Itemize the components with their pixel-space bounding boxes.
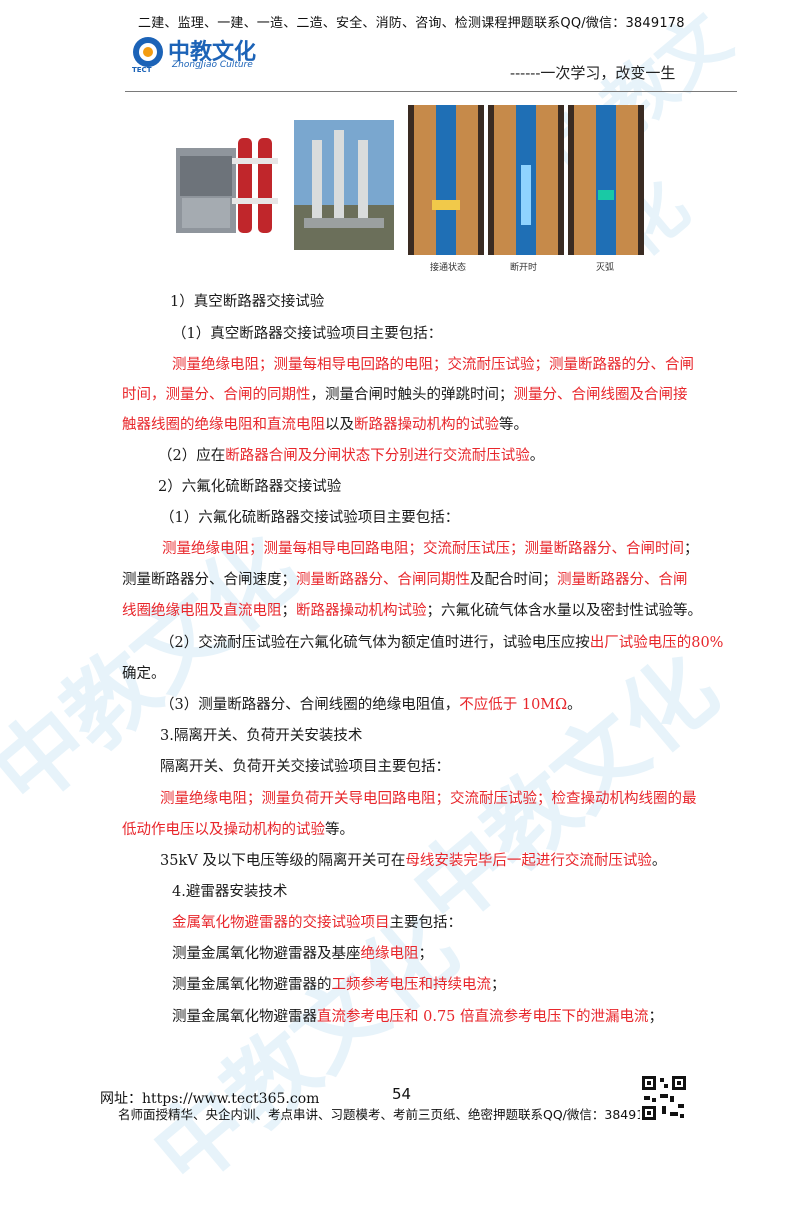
text-line: （2）交流耐压试验在六氟化硫气体为额定值时进行，试验电压应按出厂试验电压的80% — [160, 633, 723, 653]
text-span: 。 — [651, 853, 667, 869]
text-line: 触器线圈的绝缘电阻和直流电阻以及断路器操动机构的试验等。 — [122, 415, 528, 435]
text-span: 母线安装完毕后一起进行交流耐压试验 — [405, 853, 652, 869]
text-span: 及配合时间； — [470, 572, 557, 588]
text-span: （2）应在 — [158, 448, 226, 464]
text-span: （3）测量断路器分、合闸线圈的绝缘电阻值， — [160, 697, 460, 713]
text-span: 断路器操动机构的试验 — [354, 417, 499, 433]
text-span: 直流参考电压和 0.75 倍直流参考电压下的泄漏电流 — [317, 1009, 649, 1025]
heading-vacuum-breaker: 1）真空断路器交接试验 — [170, 294, 325, 310]
text-line: （1）六氟化硫断路器交接试验项目主要包括： — [160, 510, 460, 526]
text-span: 测量金属氧化物避雷器及基座 — [172, 946, 361, 962]
text-line: 测量绝缘电阻；测量每相导电回路的电阻；交流耐压试验；测量断路器的分、合闸 — [172, 357, 694, 373]
page-number: 54 — [392, 1085, 412, 1103]
header-divider — [125, 91, 737, 92]
text-line: （2）应在断路器合闸及分闸状态下分别进行交流耐压试验。 — [158, 446, 544, 466]
header-slogan: ------一次学习，改变一生 — [510, 64, 676, 82]
text-span: ； — [684, 541, 699, 557]
text-span: 断路器合闸及分闸状态下分别进行交流耐压试验 — [225, 448, 530, 464]
arc-extinguish-illustration — [568, 105, 644, 255]
text-line: 隔离开关、负荷开关交接试验项目主要包括： — [160, 759, 450, 775]
text-span: 出厂试验电压的80% — [589, 635, 724, 651]
text-span: 测量绝缘电阻；测量每相导电回路电阻；交流耐压试压；测量断路器分、合闸时间 — [162, 541, 684, 557]
text-span: 测量断路器分、合闸速度； — [122, 572, 296, 588]
text-line: 金属氧化物避雷器的交接试验项目主要包括： — [172, 913, 462, 933]
watermark: 中教文化 — [532, 0, 747, 273]
text-span: 断路器操动机构试验 — [296, 603, 427, 619]
text-span: ； — [281, 603, 297, 619]
text-line: 测量金属氧化物避雷器及基座绝缘电阻； — [172, 944, 433, 964]
text-span: 线圈绝缘电阻及直流电阻 — [122, 603, 282, 619]
text-span: 金属氧化物避雷器的交接试验项目 — [172, 915, 390, 931]
text-span: ，测量合闸时触头的弹跳时间； — [310, 387, 514, 403]
text-span: 等。 — [325, 822, 354, 838]
text-line: 时间，测量分、合闸的同期性，测量合闸时触头的弹跳时间；测量分、合闸线圈及合闸接 — [122, 385, 688, 405]
vacuum-breaker-photo — [168, 128, 288, 243]
text-span: 主要包括： — [389, 915, 463, 931]
text-line: 确定。 — [122, 666, 166, 682]
footer-website-link[interactable]: 网址：https://www.tect365.com — [100, 1091, 320, 1107]
text-span: ；六氟化硫气体含水量以及密封性试验等。 — [426, 603, 703, 619]
text-span: ； — [418, 946, 434, 962]
text-span: 测量断路器分、合闸 — [557, 572, 688, 588]
logo-tect: TECT — [132, 66, 152, 74]
text-line: 测量绝缘电阻；测量负荷开关导电回路电阻；交流耐压试验；检查操动机构线圈的最 — [160, 791, 697, 807]
text-span: 测量金属氧化物避雷器 — [172, 1009, 317, 1025]
text-span: （2）交流耐压试验在六氟化硫气体为额定值时进行，试验电压应按 — [160, 635, 590, 651]
text-line: 低动作电压以及操动机构的试验等。 — [122, 820, 354, 840]
text-span: 以及 — [325, 417, 354, 433]
text-line: 测量金属氧化物避雷器直流参考电压和 0.75 倍直流参考电压下的泄漏电流； — [172, 1007, 663, 1027]
heading-arrester: 4.避雷器安装技术 — [172, 884, 288, 900]
text-span: 不应低于 10MΩ — [459, 697, 568, 713]
text-line: 线圈绝缘电阻及直流电阻；断路器操动机构试验；六氟化硫气体含水量以及密封性试验等。 — [122, 601, 702, 621]
text-span: 绝缘电阻 — [360, 946, 419, 962]
contact-opening-illustration — [488, 105, 564, 255]
text-span: 。 — [567, 697, 582, 713]
text-span: 工频参考电压和持续电流 — [331, 977, 492, 993]
caption-closed: 接通状态 — [430, 263, 467, 273]
logo-subtitle: ZhongJiao Culture — [172, 60, 253, 70]
watermark: 中教文化 — [393, 635, 738, 948]
heading-disconnect-switch: 3.隔离开关、负荷开关安装技术 — [160, 728, 363, 744]
header-contact-line: 二建、监理、一建、一造、二造、安全、消防、咨询、检测课程押题联系QQ/微信：38… — [138, 16, 685, 31]
caption-arc: 灭弧 — [596, 263, 615, 273]
text-line: 测量金属氧化物避雷器的工频参考电压和持续电流； — [172, 975, 506, 995]
text-span: 等。 — [499, 417, 528, 433]
footer-contact-line: 名师面授精华、央企内训、考点串讲、习题模考、考前三页纸、绝密押题联系QQ/微信：… — [118, 1107, 661, 1122]
text-span: 测量金属氧化物避雷器的 — [172, 977, 332, 993]
text-line: （1）真空断路器交接试验项目主要包括： — [172, 326, 443, 342]
contact-closed-illustration — [408, 105, 484, 255]
text-span: 35kV 及以下电压等级的隔离开关可在 — [160, 853, 406, 869]
text-span: 。 — [529, 448, 545, 464]
text-line: （3）测量断路器分、合闸线圈的绝缘电阻值，不应低于 10MΩ。 — [160, 695, 582, 715]
text-line: 35kV 及以下电压等级的隔离开关可在母线安装完毕后一起进行交流耐压试验。 — [160, 851, 666, 871]
text-line: 测量断路器分、合闸速度；测量断路器分、合闸同期性及配合时间；测量断路器分、合闸 — [122, 570, 688, 590]
text-span: 触器线圈的绝缘电阻和直流电阻 — [122, 417, 325, 433]
logo-name: 中教文化 — [168, 40, 257, 65]
text-span: 低动作电压以及操动机构的试验 — [122, 822, 325, 838]
text-span: 时间，测量分、合闸的同期性 — [122, 387, 311, 403]
logo-icon — [133, 37, 163, 67]
heading-sf6-breaker: 2）六氟化硫断路器交接试验 — [158, 479, 342, 495]
text-span: ； — [491, 977, 506, 993]
text-span: ； — [648, 1009, 664, 1025]
text-span: 测量分、合闸线圈及合闸接 — [513, 387, 688, 403]
outdoor-breaker-photo — [294, 120, 394, 250]
text-line: 测量绝缘电阻；测量每相导电回路电阻；交流耐压试压；测量断路器分、合闸时间； — [162, 539, 699, 559]
qr-code-icon — [640, 1074, 688, 1122]
caption-opening: 断开时 — [510, 263, 538, 273]
text-span: 测量断路器分、合闸同期性 — [296, 572, 470, 588]
